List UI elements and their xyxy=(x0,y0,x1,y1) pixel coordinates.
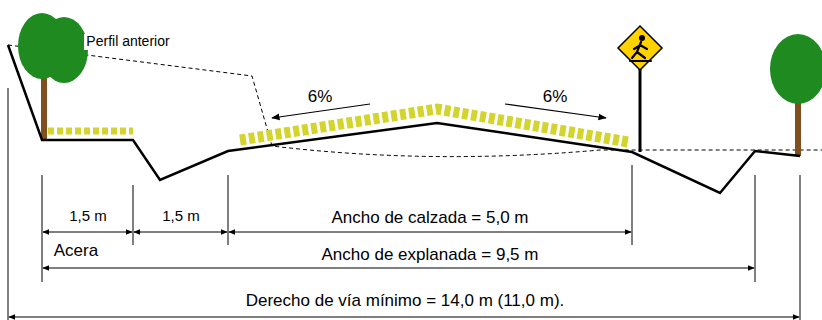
area-label: Acera xyxy=(52,242,100,261)
pedestrian-sign xyxy=(618,26,662,152)
dimension-lines xyxy=(9,232,799,317)
dimension-label: 1,5 m xyxy=(67,208,109,225)
slope-label: 6% xyxy=(306,88,335,107)
ground-profile xyxy=(8,45,800,193)
right-tree xyxy=(770,34,822,156)
profile-label: Perfil anterior xyxy=(84,34,171,49)
sidewalk-pavement xyxy=(48,128,133,135)
dimension-label: Ancho de explanada = 9,5 m xyxy=(320,246,541,265)
dimension-label: Derecho de vía mínimo = 14,0 m (11,0 m). xyxy=(244,292,567,311)
slope-label: 6% xyxy=(541,88,570,107)
extension-lines xyxy=(8,88,800,320)
left-tree xyxy=(18,13,88,140)
dimension-label: Ancho de calzada = 5,0 m xyxy=(329,209,530,228)
dimension-label: 1,5 m xyxy=(160,208,202,225)
